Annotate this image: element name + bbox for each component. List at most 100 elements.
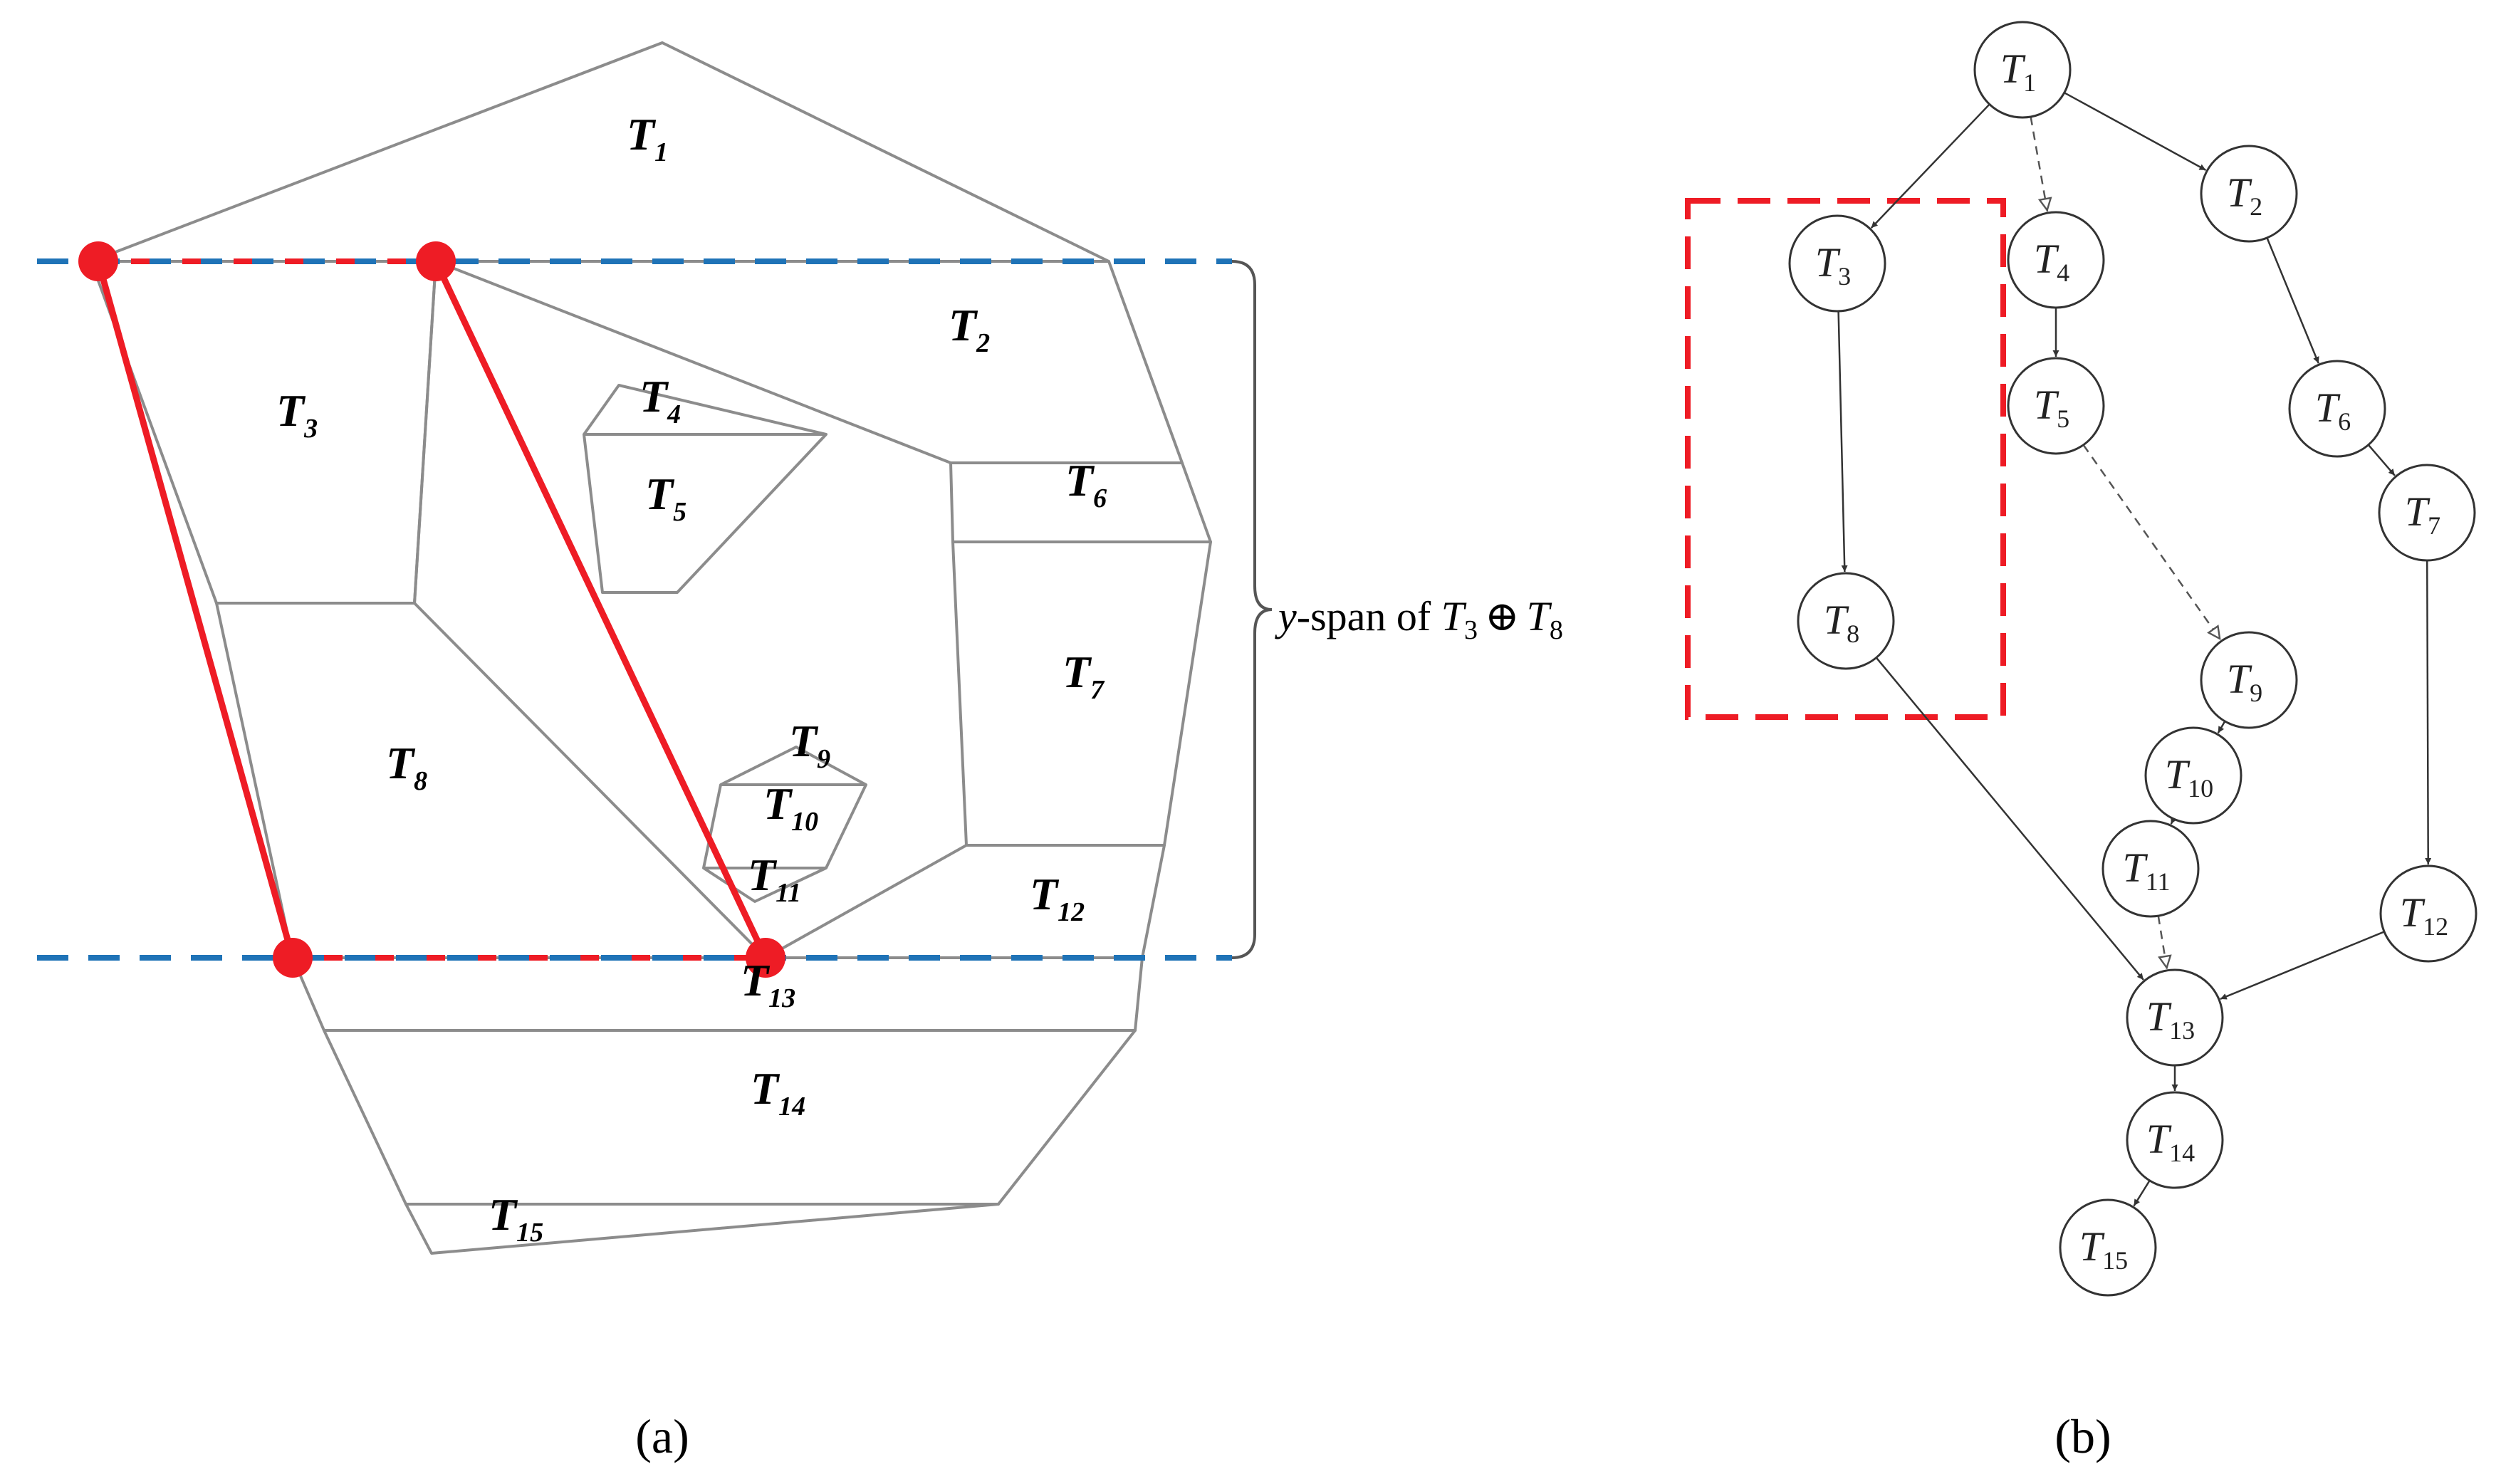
edge-t12-t13 [2220, 931, 2385, 1000]
vertex-top-right [416, 241, 456, 281]
region-outline-t13 [291, 956, 1144, 1032]
node-label: T2 [2227, 169, 2262, 221]
graph-node-t2: T2 [2200, 145, 2298, 243]
node-label: T14 [2146, 1116, 2195, 1167]
edge-t14-t15 [2133, 1180, 2151, 1207]
vertex-bottom-right [746, 938, 785, 978]
merged-trapezoid [78, 241, 785, 978]
graph-node-t8: T8 [1797, 572, 1895, 670]
region-outline-t1 [90, 41, 1110, 263]
region-label-t5: T5 [645, 469, 686, 527]
region-label-t14: T14 [751, 1063, 805, 1122]
node-label: T9 [2227, 656, 2262, 707]
graph-node-t3: T3 [1788, 214, 1886, 313]
node-label: T1 [2000, 46, 2036, 97]
node-circle [2126, 1091, 2224, 1189]
edge-t5-t9 [2082, 444, 2222, 641]
span-annotation: y-span of T3⊕T8 [1275, 593, 1563, 645]
region-outline-t4-t5 [583, 384, 827, 594]
region-outline-t15 [404, 1203, 1000, 1255]
graph-node-t15: T15 [2059, 1198, 2157, 1297]
merged-right-edge [432, 258, 769, 961]
region-label-t13: T13 [741, 955, 795, 1013]
region-outlines [90, 41, 1212, 1255]
node-circle [2200, 145, 2298, 243]
node-circle [2007, 357, 2105, 455]
region-label-t1: T1 [627, 109, 668, 167]
region-label-t12: T12 [1030, 869, 1085, 927]
edge-t7-t12 [2425, 560, 2432, 865]
node-circle [2144, 726, 2242, 825]
node-label: T10 [2165, 751, 2213, 803]
region-label-t8: T8 [386, 738, 427, 796]
edge-t2-t6 [2266, 237, 2319, 364]
region-label-t6: T6 [1065, 455, 1107, 513]
graph-node-t10: T10 [2144, 726, 2242, 825]
node-circle [2059, 1198, 2157, 1297]
node-circle [2200, 631, 2298, 729]
node-label: T3 [1815, 239, 1851, 291]
node-circle [2007, 211, 2105, 309]
node-circle [2379, 864, 2477, 963]
region-outline-t14 [323, 1029, 1137, 1206]
graph-node-t7: T7 [2378, 464, 2476, 562]
vertex-bottom-left [273, 938, 313, 978]
region-label-t3: T3 [276, 385, 318, 444]
panel-b-caption: (b) [2054, 1409, 2111, 1463]
node-circle [2101, 820, 2200, 918]
node-label: T7 [2405, 488, 2440, 540]
edge-t1-t4 [2030, 116, 2047, 211]
node-circle [1788, 214, 1886, 313]
region-label-t7: T7 [1062, 647, 1105, 705]
node-label: T8 [1824, 597, 1859, 648]
graph-node-t4: T4 [2007, 211, 2105, 309]
graph-node-t12: T12 [2379, 864, 2477, 963]
graph-edges [1837, 92, 2432, 1207]
span-brace [1231, 260, 1273, 959]
edge-t9-t10 [2217, 721, 2226, 733]
node-label: T4 [2034, 236, 2069, 287]
graph-node-t14: T14 [2126, 1091, 2224, 1189]
edge-t1-t2 [2064, 92, 2207, 171]
node-label: T5 [2034, 382, 2069, 433]
region-outline-t2 [434, 260, 1184, 464]
edge-t3-t8 [1837, 310, 1848, 573]
node-label: T13 [2146, 993, 2195, 1045]
graph-node-t9: T9 [2200, 631, 2298, 729]
graph-node-t6: T6 [2288, 360, 2386, 458]
region-label-t9: T9 [789, 716, 830, 774]
edge-t1-t3 [1870, 103, 1990, 229]
span-lines [37, 258, 1232, 961]
node-circle [2126, 968, 2224, 1067]
graph-node-t1: T1 [1973, 21, 2072, 119]
node-label: T11 [2123, 845, 2171, 896]
node-circle [2288, 360, 2386, 458]
region-label-t11: T11 [748, 850, 801, 908]
node-circle [1797, 572, 1895, 670]
region-label-t10: T10 [763, 778, 818, 837]
node-label: T6 [2315, 385, 2351, 436]
region-label-t15: T15 [489, 1189, 543, 1248]
region-outline-t12 [764, 844, 1166, 959]
highlight-box-t3-t8 [1685, 198, 2006, 720]
edge-t11-t13 [2157, 915, 2167, 969]
node-circle [1973, 21, 2072, 119]
region-label-t2: T2 [949, 300, 990, 358]
node-label: T15 [2079, 1223, 2128, 1275]
region-outline-inner-gap [413, 261, 437, 604]
graph-node-t11: T11 [2101, 820, 2200, 918]
merged-left-edge [95, 258, 296, 961]
region-label-t4: T4 [639, 371, 681, 429]
vertex-top-left [78, 241, 118, 281]
edge-t6-t7 [2367, 444, 2396, 476]
node-label: T12 [2400, 889, 2448, 941]
graph-node-t5: T5 [2007, 357, 2105, 455]
graph-node-t13: T13 [2126, 968, 2224, 1067]
edge-t8-t13 [1875, 657, 2144, 981]
panel-a-caption: (a) [635, 1409, 689, 1463]
